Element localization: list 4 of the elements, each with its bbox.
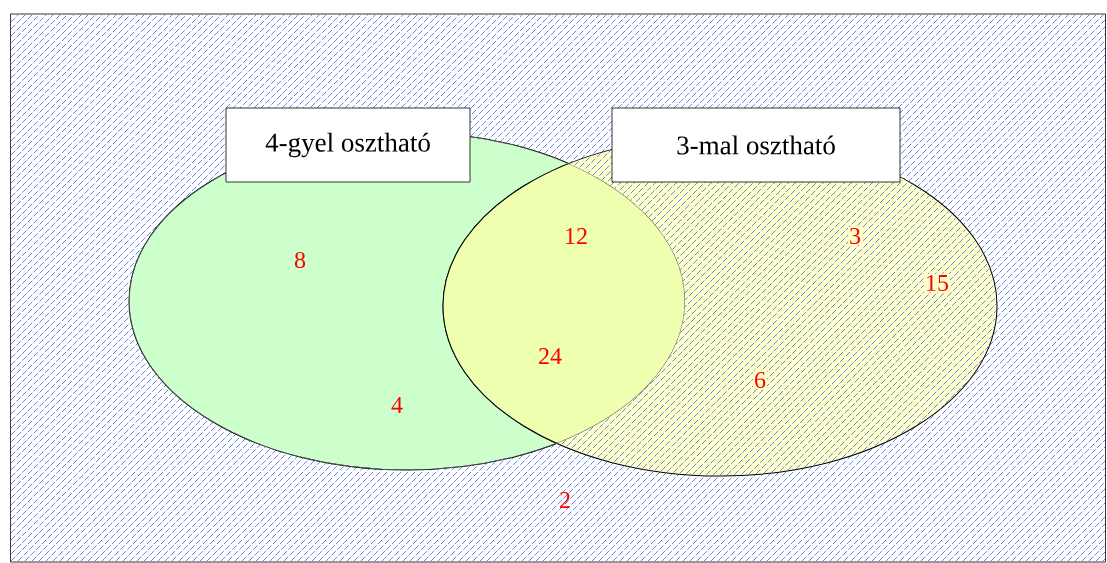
number: 4 (391, 397, 403, 413)
number: 2 (560, 492, 570, 508)
number: 8 (294, 251, 306, 269)
set-label-box: 4-gyel osztható (225, 107, 471, 183)
